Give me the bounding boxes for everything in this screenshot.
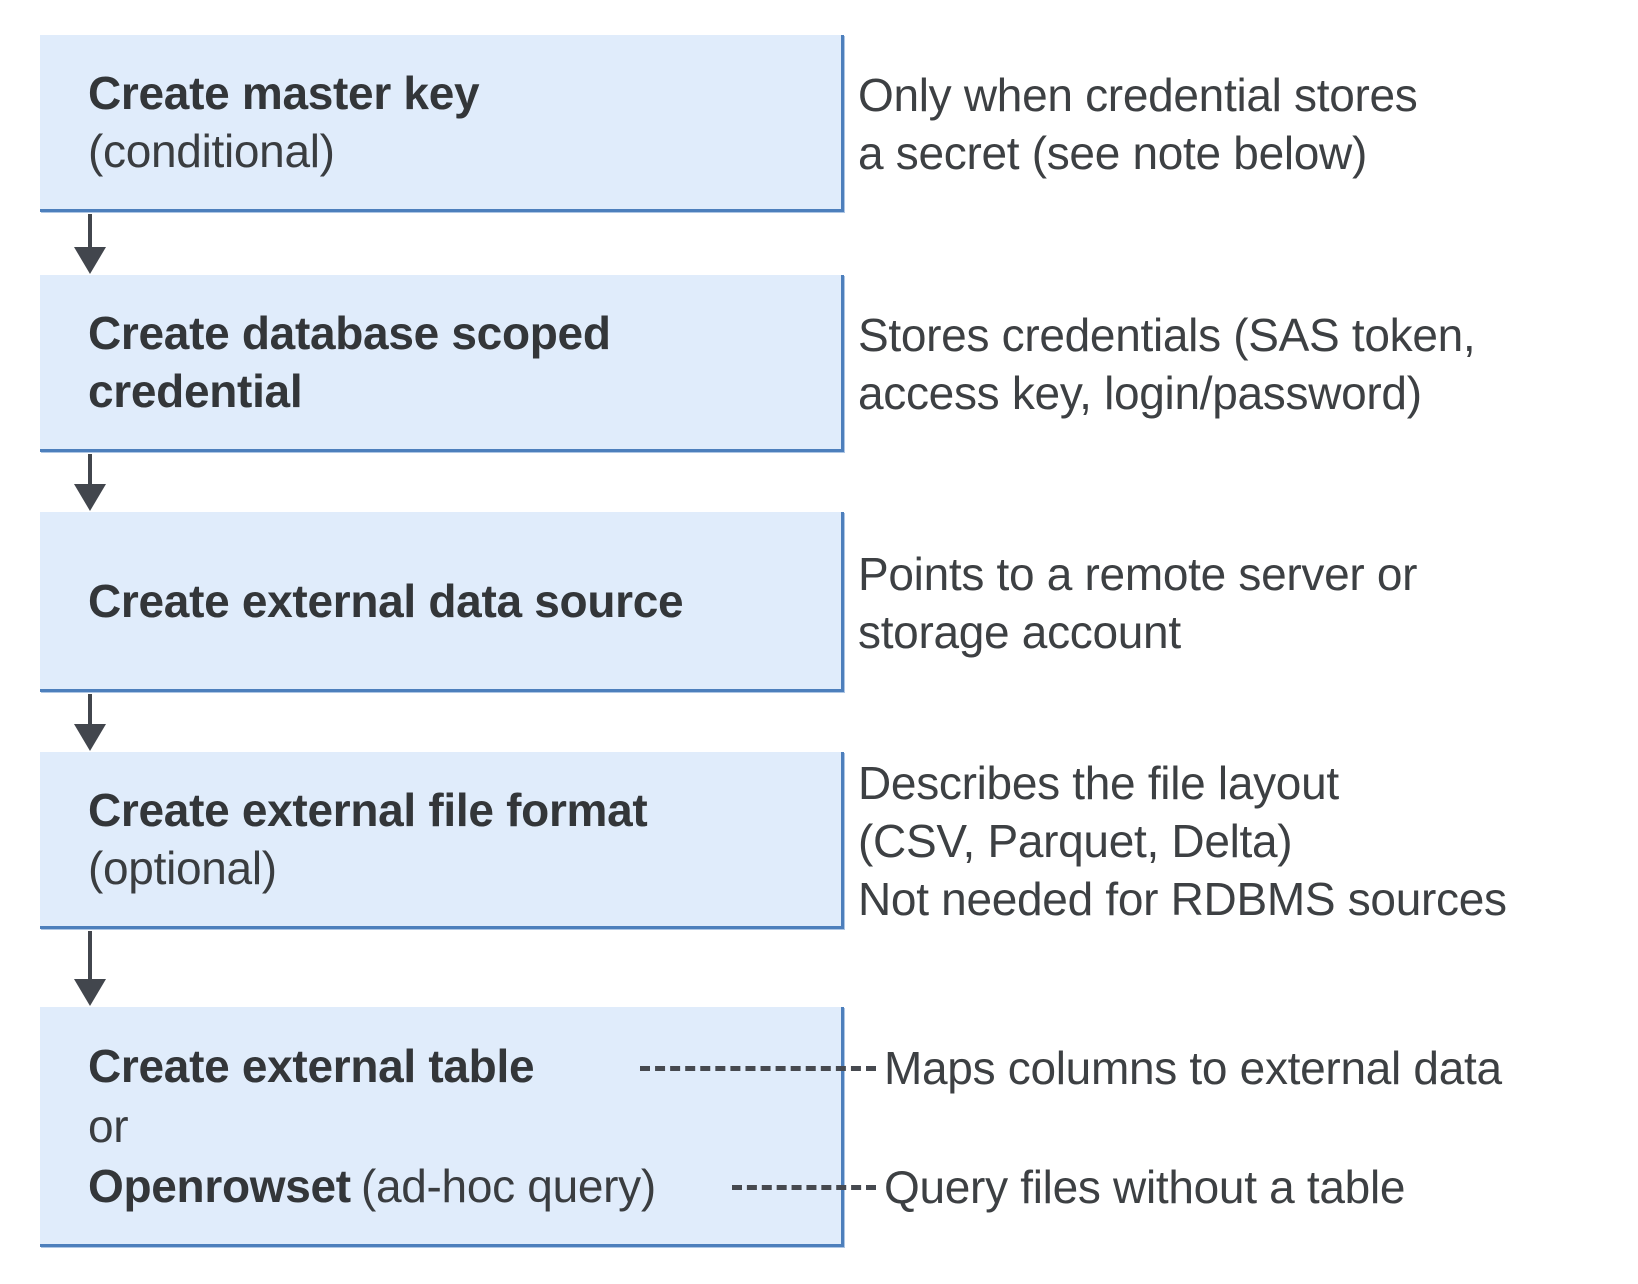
- note-line: (CSV, Parquet, Delta): [858, 815, 1293, 867]
- note-master-key: Only when credential stores a secret (se…: [858, 66, 1418, 182]
- arrow-shaft: [88, 694, 92, 726]
- step-alt-suffix: (ad-hoc query): [360, 1159, 656, 1212]
- step-box-scoped-credential: Create database scoped credential: [40, 275, 844, 452]
- step-subtitle: (conditional): [88, 125, 335, 177]
- note-line: Stores credentials (SAS token,: [858, 309, 1476, 361]
- note-file-format: Describes the file layout (CSV, Parquet,…: [858, 754, 1507, 928]
- note-line: Points to a remote server or: [858, 548, 1418, 600]
- arrow-shaft: [88, 454, 92, 486]
- note-line: Not needed for RDBMS sources: [858, 873, 1507, 925]
- step-or-label: or: [88, 1099, 129, 1152]
- down-arrow-connector: [74, 694, 106, 751]
- note-external-table: Maps columns to external data: [884, 1042, 1502, 1094]
- step-title: Create database scoped: [88, 307, 611, 359]
- step-box-master-key: Create master key (conditional): [40, 35, 844, 212]
- dashed-connector-openrowset: [732, 1185, 876, 1190]
- step-title: credential: [88, 365, 303, 417]
- step-box-external-file-format: Create external file format (optional): [40, 752, 844, 929]
- note-line: Describes the file layout: [858, 757, 1339, 809]
- step-title: Create external data source: [88, 574, 684, 627]
- note-line: storage account: [858, 606, 1181, 658]
- step-box-external-table: Create external table or Openrowset(ad-h…: [40, 1007, 844, 1247]
- down-arrow-connector: [74, 214, 106, 274]
- note-openrowset: Query files without a table: [884, 1161, 1406, 1213]
- step-alt-title: Openrowset: [88, 1159, 351, 1212]
- note-line: a secret (see note below): [858, 127, 1367, 179]
- down-arrowhead-icon: [74, 724, 106, 751]
- note-line: Only when credential stores: [858, 69, 1418, 121]
- note-line: access key, login/password): [858, 367, 1422, 419]
- step-box-external-data-source: Create external data source: [40, 512, 844, 692]
- down-arrowhead-icon: [74, 979, 106, 1006]
- arrow-shaft: [88, 931, 92, 981]
- arrow-shaft: [88, 214, 92, 249]
- down-arrow-connector: [74, 454, 106, 511]
- step-title: Create external table: [88, 1039, 535, 1092]
- down-arrowhead-icon: [74, 484, 106, 511]
- dashed-connector-external-table: [640, 1066, 876, 1071]
- step-subtitle: (optional): [88, 842, 277, 894]
- step-title: Create external file format: [88, 784, 648, 836]
- step-alt-title-line: Openrowset(ad-hoc query): [88, 1156, 825, 1216]
- down-arrow-connector: [74, 931, 106, 1006]
- note-scoped-credential: Stores credentials (SAS token, access ke…: [858, 306, 1476, 422]
- note-data-source: Points to a remote server or storage acc…: [858, 545, 1417, 661]
- step-title: Create master key: [88, 67, 480, 119]
- down-arrowhead-icon: [74, 247, 106, 274]
